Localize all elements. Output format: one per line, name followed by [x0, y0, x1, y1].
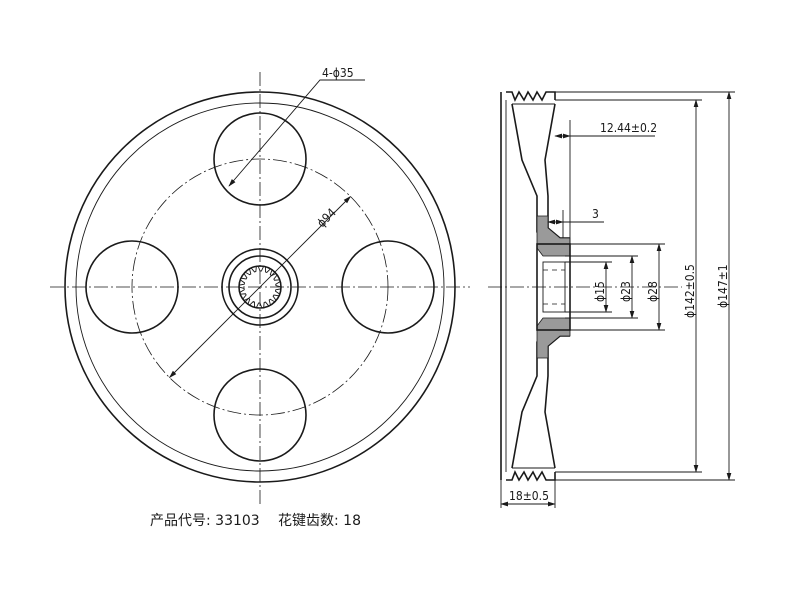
- pulley-outer-circle: [64, 91, 456, 483]
- section-hatch-lower: [536, 317, 571, 359]
- spline-teeth-note: 花键齿数: 18: [278, 513, 361, 529]
- dim-width-label: 18±0.5: [509, 489, 549, 503]
- web-inner-bottom: [544, 335, 570, 469]
- dim-step-label: 3: [592, 207, 599, 221]
- pcd-dimension-line: [168, 195, 352, 379]
- hole-pitch-circle: [131, 158, 389, 416]
- dim-boss-inner-label: ϕ23: [619, 281, 633, 302]
- web-inner-top: [544, 103, 570, 239]
- dim-bore-label: ϕ15: [593, 281, 607, 302]
- hub-boss-rect: [536, 243, 571, 331]
- product-code-note: 产品代号: 33103: [150, 513, 260, 529]
- dim-offset-label: 12.44±0.2: [600, 121, 657, 135]
- hole-callout-leader: [228, 79, 365, 187]
- side-view: 12.44±0.2 3 ϕ15 ϕ23 ϕ28 ϕ142±0.5 ϕ147±1 …: [488, 90, 735, 508]
- dim-boss-outer-label: ϕ28: [646, 281, 660, 302]
- front-view: ϕ94 4-ϕ35: [50, 66, 470, 505]
- groove-profile-top: [506, 90, 556, 102]
- dim-outer-dia-label: ϕ147±1: [716, 264, 730, 308]
- pulley-inner-rim-circle: [75, 102, 445, 472]
- dim-groove-dia-label: ϕ142±0.5: [683, 264, 697, 318]
- spline-bore-rect: [542, 261, 566, 313]
- hole-callout-label: 4-ϕ35: [322, 66, 354, 80]
- pcd-dimension-label: ϕ94: [314, 205, 339, 230]
- groove-profile-bottom: [506, 470, 556, 482]
